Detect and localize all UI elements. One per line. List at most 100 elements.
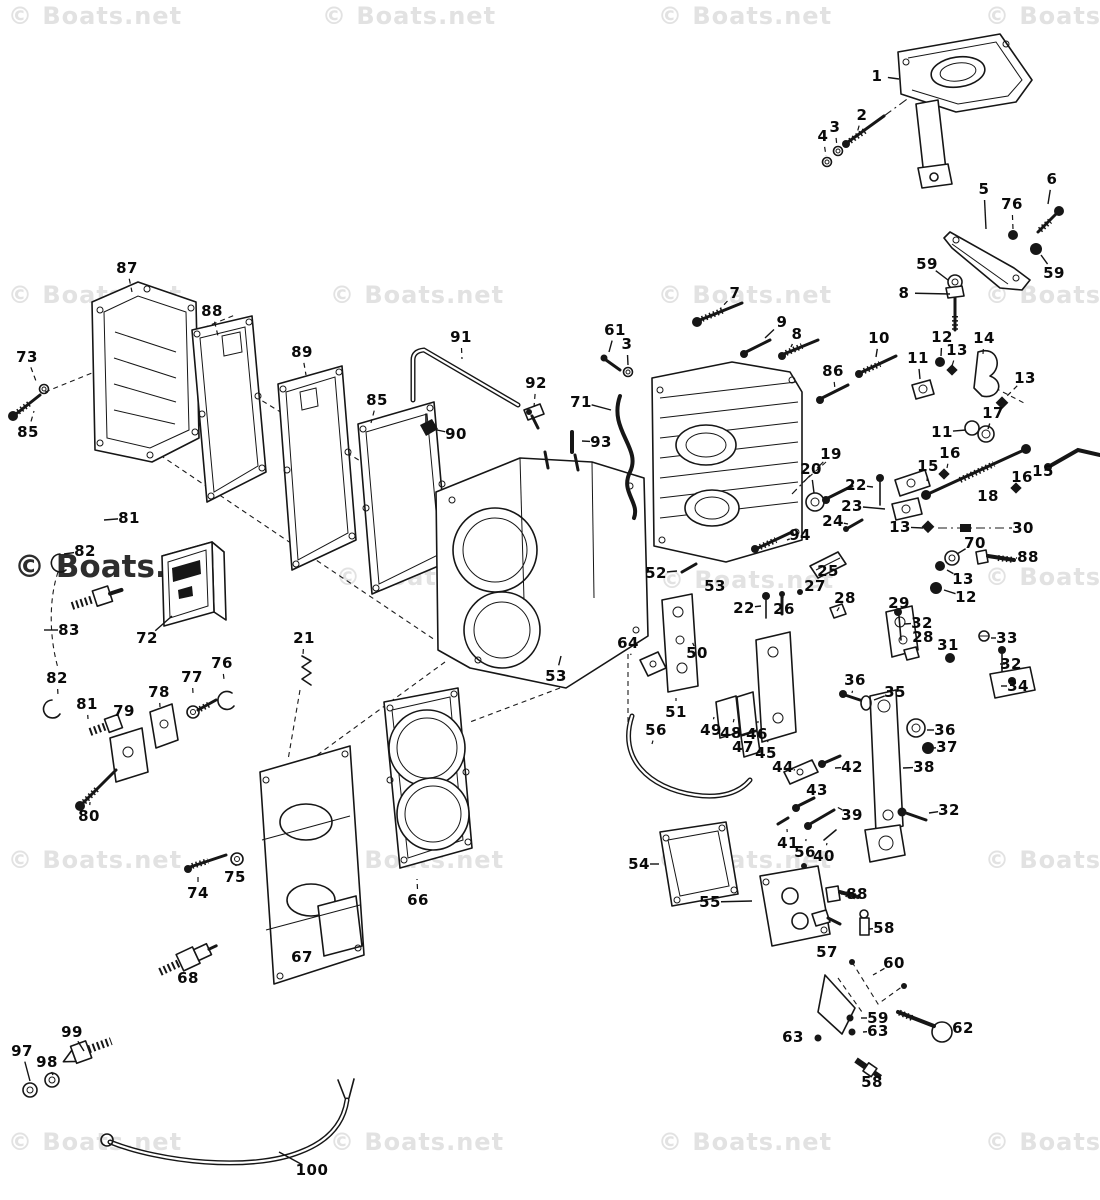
leader-line [692,642,695,647]
module-box-drawing [162,542,226,626]
lower-hardware-drawing [814,959,953,1080]
part-label-21: 21 [293,629,315,647]
leader-line [935,270,949,281]
leader-line [786,538,790,541]
part-label-74: 74 [187,884,209,902]
leader-line [928,810,939,814]
part-label-47: 47 [732,738,754,756]
part-label-53: 53 [704,577,726,595]
part-label-97: 97 [11,1042,33,1060]
leader-line [103,518,119,521]
part-label-31: 31 [937,636,959,654]
part-label-94: 94 [789,526,811,544]
part-label-18: 18 [977,487,999,505]
part-label-78: 78 [148,683,170,701]
crankcase-drawing [652,362,802,562]
leader-line [836,806,843,811]
part-label-83: 83 [58,621,80,639]
part-label-9: 9 [776,313,788,331]
part-label-90: 90 [445,425,467,443]
part-label-58: 58 [873,919,895,937]
part-label-48: 48 [720,724,742,742]
leader-line [951,360,955,367]
part-label-23: 23 [841,497,863,515]
leader-line [754,605,762,608]
head-cover-drawing [92,282,199,462]
leader-line [833,381,836,390]
part-label-7: 7 [729,284,741,302]
part-label-76: 76 [211,654,233,672]
watermark: © Boats.net [660,566,835,594]
part-label-22: 22 [845,476,867,494]
part-label-56: 56 [794,843,816,861]
part-label-22: 22 [733,599,755,617]
part-label-51: 51 [665,703,687,721]
part-label-45: 45 [755,744,777,762]
part-label-50: 50 [686,644,708,662]
part-label-68: 68 [177,969,199,987]
part-label-76: 76 [1001,195,1023,213]
watermark: © Boats.net [8,2,183,30]
leader-line [1047,189,1051,205]
head-gasket-drawing [384,688,472,868]
part-label-12: 12 [931,328,953,346]
leader-line [952,429,967,432]
part-label-81: 81 [118,509,140,527]
leader-line [666,570,678,573]
part-label-38: 38 [913,758,935,776]
part-label-67: 67 [291,948,313,966]
watermark: © Boats.net [658,2,833,30]
watermark: © Boats.net [985,1128,1100,1156]
leader-line [608,340,613,353]
leader-line [843,522,849,525]
leader-line [213,321,219,337]
part-label-88: 88 [201,302,223,320]
part-label-53: 53 [545,667,567,685]
leader-line [836,607,840,612]
part-label-19: 19 [820,445,842,463]
part-label-32: 32 [938,801,960,819]
part-label-91: 91 [450,328,472,346]
leader-line [764,329,775,339]
leader-line [1005,385,1018,398]
leader-line [651,740,654,745]
part-label-1: 1 [871,67,883,85]
leader-line [436,429,446,433]
part-label-59: 59 [1043,264,1065,282]
part-label-40: 40 [813,847,835,865]
part-label-16: 16 [1011,468,1033,486]
part-label-5: 5 [978,180,990,198]
leader-line [557,655,562,666]
part-label-36: 36 [934,721,956,739]
head-bolt-drawing [184,853,243,873]
exhaust-plate-drawing [278,366,356,570]
part-label-58: 58 [861,1073,883,1091]
part-label-77: 77 [181,668,203,686]
cover-gasket-drawing [192,316,266,502]
part-label-82: 82 [74,542,96,560]
part-label-80: 80 [78,807,100,825]
part-label-99: 99 [61,1023,83,1041]
watermark: © Boats.net [985,563,1100,591]
leader-line [825,842,828,846]
part-label-8: 8 [791,325,803,343]
part-label-56: 56 [645,721,667,739]
part-label-8: 8 [898,284,910,302]
shift-link-plates-drawing [716,632,840,869]
part-label-59: 59 [916,255,938,273]
cylinder-block-drawing [436,452,648,688]
part-label-12: 12 [955,588,977,606]
part-label-39: 39 [841,806,863,824]
leader-line [824,146,827,157]
part-label-36: 36 [844,671,866,689]
check-valve-parts-drawing [682,552,1035,698]
part-label-93: 93 [590,433,612,451]
mount-bracket-drawing [898,34,1032,188]
part-label-25: 25 [817,562,839,580]
part-label-20: 20 [800,460,822,478]
part-label-82: 82 [46,669,68,687]
part-label-59: 59 [867,1009,889,1027]
spark-plug-drawing [156,938,220,981]
